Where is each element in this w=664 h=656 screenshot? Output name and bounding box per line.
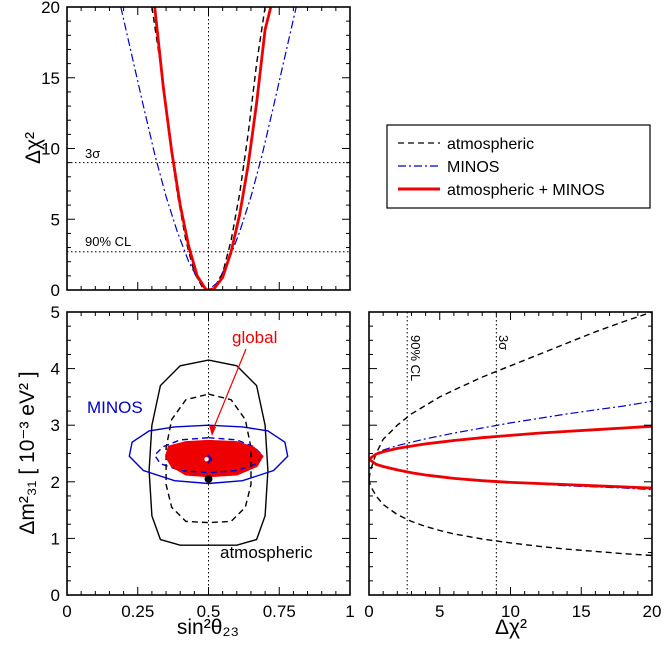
best-fit-atmospheric	[204, 474, 213, 483]
global-arrow-head	[209, 425, 216, 436]
series-minos-upper	[369, 400, 652, 460]
annotation-minos: MINOS	[87, 398, 143, 417]
series-atmospheric-minos-upper	[369, 424, 652, 461]
legend-label-minos: MINOS	[447, 159, 499, 176]
x-tick-label: 10	[501, 602, 520, 621]
top-y-axis-title: Δχ²	[22, 132, 45, 164]
x-tick-label: 1	[345, 602, 354, 621]
x-tick-label: 0	[364, 602, 373, 621]
top-panel: 0 5 10 15 20 3σ 90% CL Δχ²	[22, 0, 351, 300]
y-tick-label: 3	[51, 416, 60, 435]
annotation-global: global	[232, 328, 277, 347]
series-atmospheric-lower	[369, 478, 652, 557]
y-tick-label: 2	[51, 473, 60, 492]
contour-atmospheric-3	[148, 359, 269, 546]
bottom-left-y-axis-title: Δm²₃₁ [ 10⁻³ eV² ]	[16, 371, 39, 534]
contour-atmospheric-90-cl	[165, 393, 252, 524]
y-tick-label: 4	[51, 360, 60, 379]
bottom-left-plot-area	[128, 312, 289, 595]
br-90cl-label: 90% CL	[408, 335, 423, 381]
y-tick-label: 20	[41, 0, 60, 17]
x-tick-label: 15	[572, 602, 591, 621]
bottom-left-panel: 0 0.25 0.5 0.75 1 0 1 2 3 4 5 global MINOS atmosph…	[16, 303, 355, 639]
y-tick-label: 0	[51, 281, 60, 300]
x-tick-label: 0	[62, 602, 71, 621]
legend-label-atmospheric: atmospheric	[447, 136, 534, 153]
bottom-right-x-axis-title: Δχ²	[495, 616, 527, 639]
br-3sigma-label: 3σ	[496, 335, 511, 350]
series-atmospheric-minos	[153, 7, 273, 290]
x-tick-label: 0.5	[197, 602, 221, 621]
annotation-atmospheric: atmospheric	[220, 543, 313, 562]
x-tick-label: 5	[435, 602, 444, 621]
top-3sigma-label: 3σ	[85, 146, 100, 161]
bottom-right-panel: 0 5 10 15 20 90% CL 3σ Δχ²	[364, 311, 662, 639]
legend: atmospheric MINOS atmospheric + MINOS	[386, 124, 651, 209]
series-atmospheric-upper	[369, 312, 652, 480]
x-tick-label: 0.75	[263, 602, 296, 621]
x-tick-label: 20	[643, 602, 662, 621]
x-tick-label: 0.25	[121, 602, 154, 621]
y-tick-label: 5	[51, 210, 60, 229]
y-tick-label: 1	[51, 529, 60, 548]
bottom-right-plot-area	[369, 312, 652, 595]
y-tick-label: 5	[51, 303, 60, 322]
y-tick-label: 15	[41, 69, 60, 88]
legend-label-combined: atmospheric + MINOS	[447, 182, 605, 199]
best-fit-global	[203, 456, 210, 463]
legend-item-minos: MINOS	[398, 159, 499, 176]
y-tick-label: 10	[41, 140, 60, 159]
legend-item-combined: atmospheric + MINOS	[398, 182, 605, 199]
top-panel-ticks: 0 5 10 15 20	[41, 0, 351, 300]
contour-global-90-cl	[166, 441, 263, 477]
y-tick-label: 0	[51, 586, 60, 605]
contour-minos-3	[128, 424, 289, 485]
global-arrow-line	[211, 348, 247, 433]
top-90cl-label: 90% CL	[85, 234, 131, 249]
bottom-left-ticks: 0 0.25 0.5 0.75 1 0 1 2 3 4 5	[51, 303, 355, 621]
bottom-left-x-axis-title: sin²θ₂₃	[177, 616, 239, 639]
series-minos	[120, 7, 297, 290]
bottom-right-ticks: 0 5 10 15 20	[364, 311, 662, 621]
legend-item-atmospheric: atmospheric	[398, 136, 534, 153]
series-atmospheric-minos-lower	[369, 458, 652, 490]
